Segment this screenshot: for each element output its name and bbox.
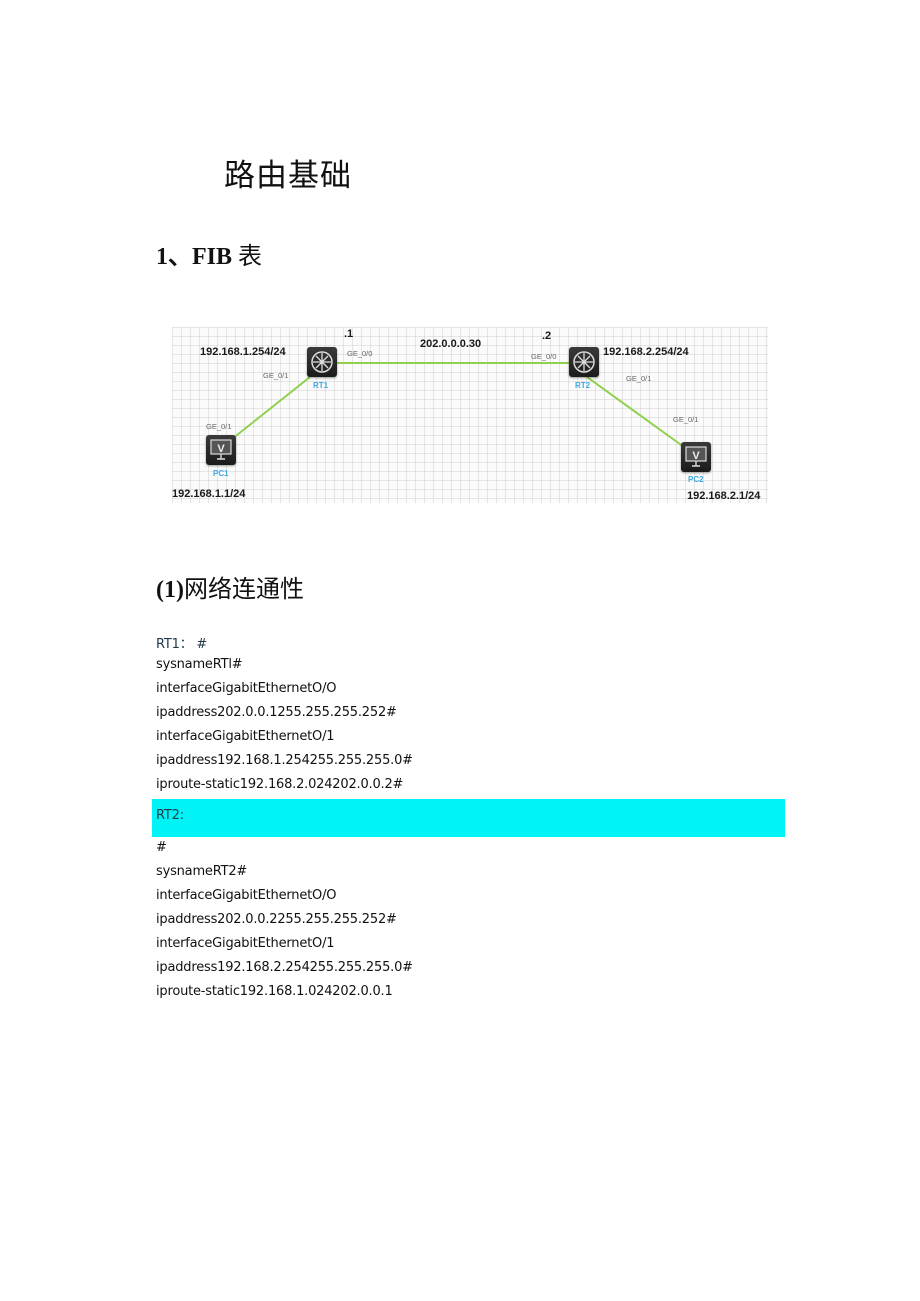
- rt2-config-line: interfaceGigabitEthernetO/O: [156, 888, 337, 903]
- ip-label-rt2-lan: 192.168.2.254/24: [603, 346, 689, 358]
- network-topology-diagram: RT1 RT2 V PC1 V PC2: [172, 327, 768, 503]
- rt1-config-line: interfaceGigabitEthernetO/O: [156, 681, 337, 696]
- device-label-rt1: RT1: [313, 381, 329, 390]
- section-label-cjk: 表: [238, 242, 263, 270]
- port-label-rt2-ge01: GE_0/1: [626, 374, 652, 383]
- pc-pc2[interactable]: V: [681, 442, 711, 472]
- device-label-rt2: RT2: [575, 381, 591, 390]
- rt2-config-line: sysnameRT2#: [156, 864, 248, 879]
- subsection-heading: (1)网络连通性: [156, 569, 304, 604]
- rt2-config-header: RT2:: [156, 808, 184, 823]
- link-pc1-rt1: [231, 376, 311, 440]
- svg-text:V: V: [217, 443, 225, 455]
- port-label-rt1-ge00: GE_0/0: [347, 349, 373, 358]
- port-label-rt2-ge00: GE_0/0: [531, 352, 557, 361]
- rt1-config-line: iproute-static192.168.2.024202.0.0.2#: [156, 777, 404, 792]
- ip-label-rt2-wan-host: .2: [542, 330, 552, 342]
- ip-label-rt1-lan: 192.168.1.254/24: [200, 346, 286, 358]
- rt1-config-line: ipaddress202.0.0.1255.255.255.252#: [156, 705, 397, 720]
- section-number: 1、: [156, 244, 192, 270]
- pc-pc1[interactable]: V: [206, 435, 236, 465]
- rt1-config-line: sysnameRTl#: [156, 657, 243, 672]
- ip-label-wan-network: 202.0.0.0.30: [420, 338, 482, 350]
- router-rt1[interactable]: [307, 347, 337, 377]
- subsection-number: (1): [156, 577, 184, 603]
- port-label-pc2-ge01: GE_0/1: [673, 415, 699, 424]
- link-rt2-pc2: [586, 376, 685, 448]
- rt1-config-line: ipaddress192.168.1.254255.255.255.0#: [156, 753, 413, 768]
- ip-label-pc1: 192.168.1.1/24: [172, 488, 246, 500]
- section-label-latin: FIB: [192, 244, 233, 270]
- rt2-config-line: #: [156, 840, 167, 855]
- port-label-pc1-ge01: GE_0/1: [206, 422, 232, 431]
- port-label-rt1-ge01: GE_0/1: [263, 371, 289, 380]
- ip-label-rt1-wan-host: .1: [344, 328, 354, 340]
- subsection-label: 网络连通性: [183, 575, 304, 603]
- rt1-config-header: RT1： #: [156, 637, 208, 652]
- router-rt2[interactable]: [569, 347, 599, 377]
- rt2-config-line: ipaddress202.0.0.2255.255.255.252#: [156, 912, 397, 927]
- rt2-config-line: iproute-static192.168.1.024202.0.0.1: [156, 984, 393, 999]
- ip-label-pc2: 192.168.2.1/24: [687, 490, 761, 502]
- rt2-config-line: ipaddress192.168.2.254255.255.255.0#: [156, 960, 413, 975]
- document-title: 路由基础: [224, 158, 352, 194]
- pc-monitor-icon: V: [210, 439, 232, 460]
- router-icon: [573, 351, 595, 373]
- router-icon: [311, 351, 333, 373]
- device-label-pc1: PC1: [213, 469, 229, 478]
- device-label-pc2: PC2: [688, 475, 704, 484]
- rt2-highlight-bar: RT2:: [152, 799, 785, 837]
- rt2-config-line: interfaceGigabitEthernetO/1: [156, 936, 335, 951]
- svg-text:V: V: [692, 450, 700, 462]
- pc-monitor-icon: V: [685, 446, 707, 467]
- rt1-config-line: interfaceGigabitEthernetO/1: [156, 729, 335, 744]
- section-heading: 1、FIB 表: [156, 236, 262, 271]
- topology-links: [231, 362, 685, 448]
